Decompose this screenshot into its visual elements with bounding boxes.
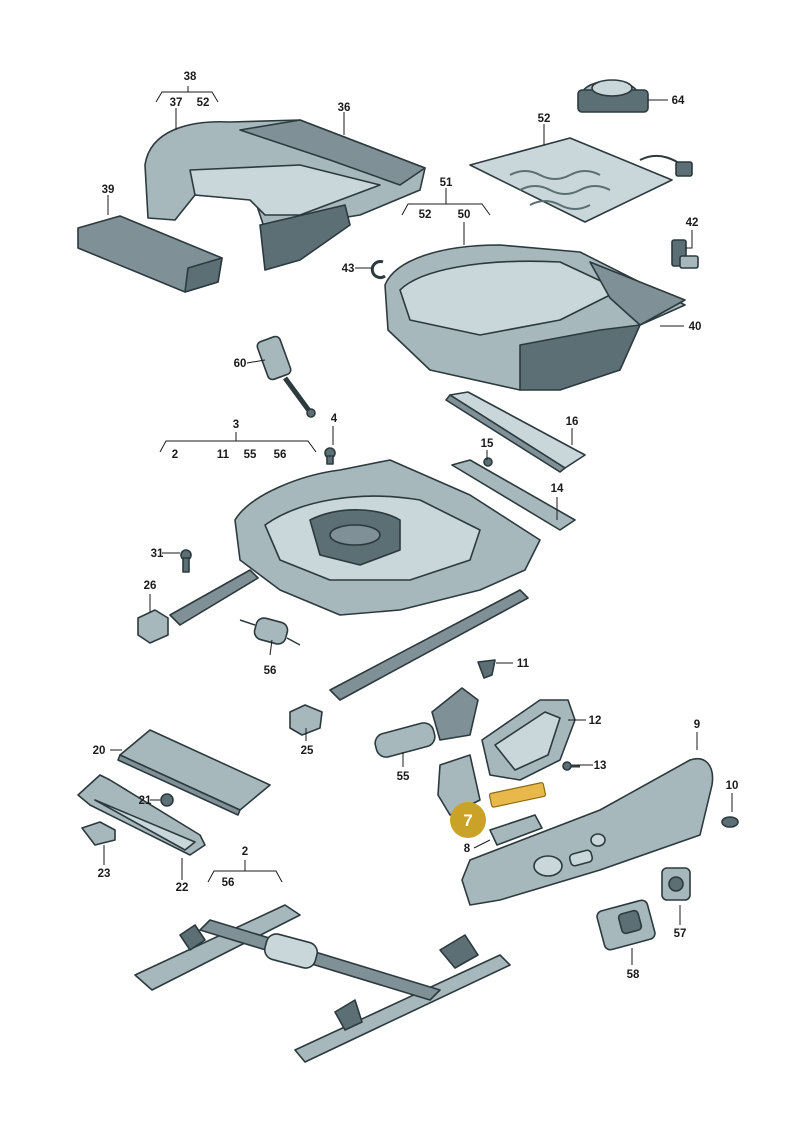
part-42-connector [671,239,699,269]
part-3-seat-frame [169,459,541,701]
callout-15: 15 [481,438,494,450]
callout-16: 16 [566,416,579,428]
callout-9: 9 [694,719,700,731]
callout-12: 12 [589,715,602,727]
part-57-switch [661,867,691,901]
part-14-guide-rail [451,459,576,531]
part-4-bolt [324,447,336,465]
part-60-belt-buckle [256,335,316,418]
callout-23: 23 [98,868,111,880]
part-55-motor [374,687,479,758]
callout-39: 39 [102,184,115,196]
part-43-clip [370,260,386,280]
part-8-switch-cover [489,814,543,846]
callout-56-motor: 56 [264,665,277,677]
callout-31: 31 [151,548,164,560]
callout-37: 37 [170,97,183,109]
callout-50: 50 [458,209,471,221]
callout-42: 42 [686,217,699,229]
callout-11-frame: 11 [217,449,230,461]
callout-58: 58 [627,969,640,981]
callout-21: 21 [139,795,152,807]
part-11-clip [477,659,496,679]
callout-22: 22 [176,882,189,894]
highlight-badge-number: 7 [463,811,472,830]
callout-25: 25 [301,745,314,757]
part-12-frame [481,699,576,781]
callout-64: 64 [672,95,685,107]
part-39-front-pad [77,215,223,293]
callout-40: 40 [689,321,702,333]
leader-lines [103,86,733,965]
callout-2-rail: 2 [242,846,248,858]
part-58-switch [596,899,656,951]
callout-11-clip: 11 [517,658,530,670]
part-20-cover-plate [117,729,271,816]
callout-14: 14 [551,483,564,495]
part-50-seat-cushion [384,244,686,391]
part-25-bracket [289,704,323,736]
callout-26: 26 [144,580,157,592]
part-22-trim [77,774,206,856]
callout-2-frame: 2 [172,449,178,461]
callout-labels: 38 37 52 36 39 52 64 51 52 50 42 43 40 6… [93,71,739,981]
callout-55-frame: 55 [244,449,257,461]
part-36-seat-cushion-top [144,119,426,271]
callout-52-mat: 52 [538,113,551,125]
part-15-screw [483,457,493,467]
callout-56-rail: 56 [222,877,235,889]
part-2-seat-rail [134,904,511,1063]
callout-57: 57 [674,928,687,940]
callout-52-top: 52 [197,97,210,109]
part-26-bracket [137,609,169,644]
part-10-pin [721,816,739,828]
callout-8: 8 [464,843,471,855]
callout-51: 51 [440,177,453,189]
callout-52-mid: 52 [419,209,432,221]
part-16-trim-strip [445,391,586,473]
part-56-motor [239,617,301,646]
callout-38: 38 [184,71,197,83]
part-52-heating-mat [469,137,693,223]
callout-4: 4 [331,413,338,425]
part-13-screw [562,761,580,771]
part-23-clip [81,821,116,846]
callout-55-motor: 55 [397,771,410,783]
callout-13: 13 [594,760,607,772]
callout-3: 3 [233,419,239,431]
callout-10: 10 [726,780,739,792]
callout-60: 60 [234,358,247,370]
part-64-motor-unit [577,79,649,113]
highlight-badge-circle [450,802,486,838]
part-21-nut [160,793,174,807]
callout-36: 36 [338,102,351,114]
part-31-bolt [180,549,192,573]
callout-20: 20 [93,745,106,757]
highlight-badge-7[interactable]: 7 [450,802,486,838]
part-9-side-trim [461,758,714,906]
callout-56-frame: 56 [274,449,287,461]
callout-43: 43 [342,263,355,275]
